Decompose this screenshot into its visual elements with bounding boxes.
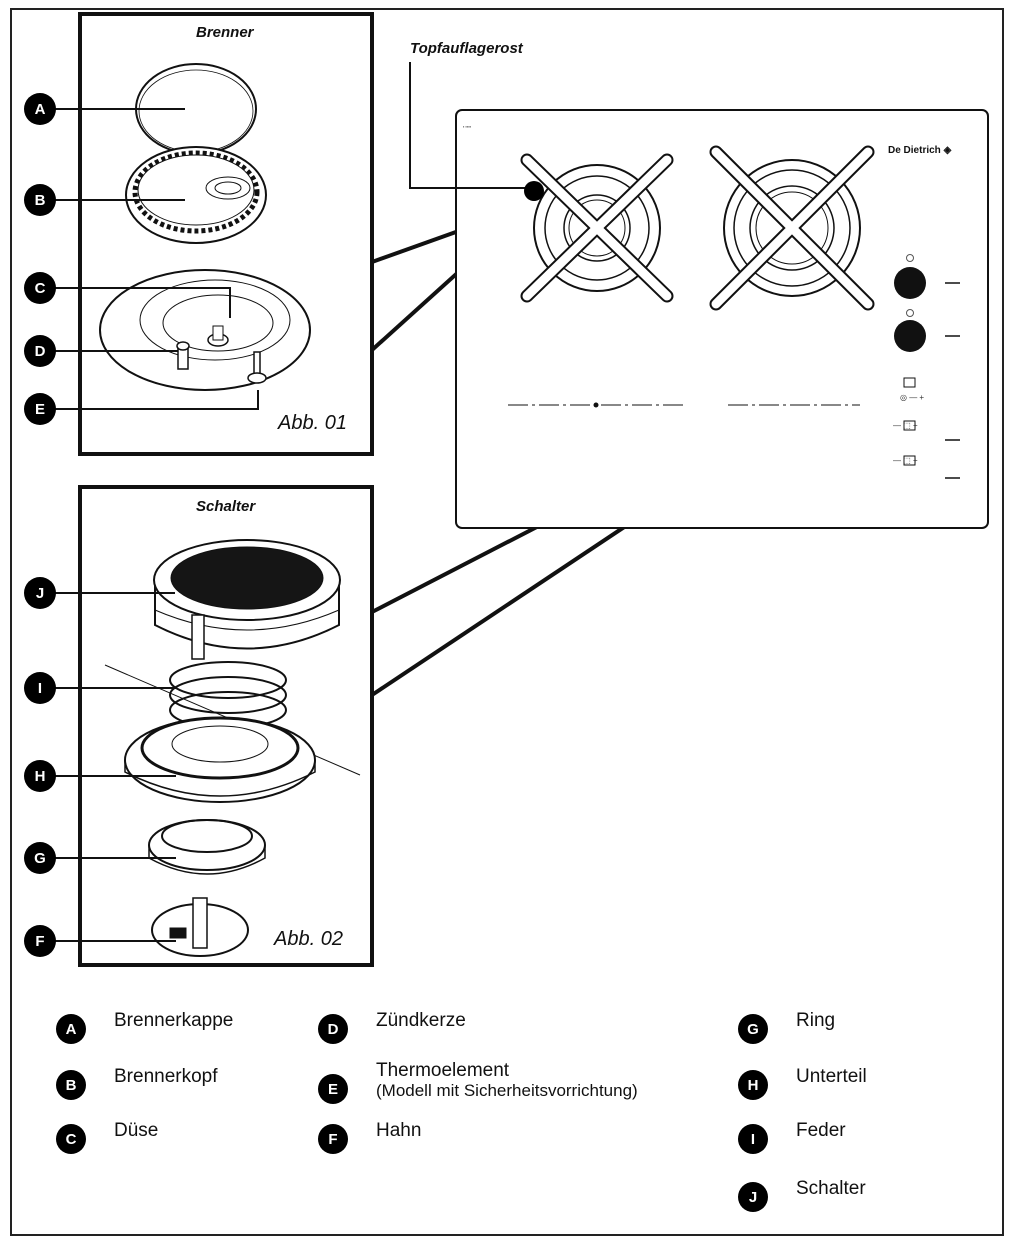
svg-text:D: D bbox=[35, 343, 46, 360]
marker-c: C bbox=[24, 272, 56, 304]
legend-label: Schalter bbox=[796, 1178, 866, 1199]
page-frame bbox=[10, 8, 1004, 1236]
brand-logo: De Dietrich ◈ bbox=[888, 145, 952, 156]
legend-item-g: G Ring bbox=[738, 1010, 835, 1044]
marker-i: I bbox=[24, 672, 56, 704]
legend-label: Feder bbox=[796, 1120, 846, 1141]
left-burner-grate bbox=[520, 153, 674, 303]
legend-label-main: Thermoelement bbox=[376, 1060, 510, 1081]
part-markers: A B C D E J I H G F bbox=[24, 93, 544, 957]
topfauflagerost-label: Topfauflagerost bbox=[410, 40, 523, 57]
svg-text:J: J bbox=[36, 585, 44, 602]
legend-badge: A bbox=[56, 1014, 86, 1044]
grate-marker-dot bbox=[524, 181, 544, 201]
schalter-title: Schalter bbox=[196, 498, 256, 515]
legend-item-h: H Unterteil bbox=[738, 1066, 867, 1100]
svg-text:— ⬚ +: — ⬚ + bbox=[893, 421, 918, 430]
svg-text:▪ ▪▪▪▪: ▪ ▪▪▪▪ bbox=[463, 124, 472, 129]
svg-text:A: A bbox=[35, 101, 46, 118]
legend-label: Hahn bbox=[376, 1120, 422, 1141]
marker-f: F bbox=[24, 925, 56, 957]
legend-item-d: D Zündkerze bbox=[318, 1010, 466, 1044]
legend-label: Unterteil bbox=[796, 1066, 867, 1087]
right-burner-grate bbox=[709, 145, 875, 311]
marker-e: E bbox=[24, 393, 56, 425]
leader-lines bbox=[40, 62, 535, 942]
legend-badge: B bbox=[56, 1070, 86, 1100]
legend-label: Düse bbox=[114, 1120, 159, 1141]
cooktop: ▪ ▪▪▪▪ bbox=[455, 109, 989, 529]
legend-badge: D bbox=[318, 1014, 348, 1044]
svg-text:C: C bbox=[35, 280, 46, 297]
brenner-title: Brenner bbox=[196, 24, 254, 41]
legend-item-e: E Thermoelement (Modell mit Sicherheitsv… bbox=[318, 1060, 638, 1104]
svg-text:I: I bbox=[38, 680, 42, 697]
legend-item-f: F Hahn bbox=[318, 1120, 421, 1154]
legend-item-j: J Schalter bbox=[738, 1178, 866, 1212]
legend-label: Brennerkappe bbox=[114, 1010, 234, 1031]
schalter-panel-border bbox=[78, 485, 374, 967]
burner-parts bbox=[99, 63, 311, 391]
legend-badge: F bbox=[318, 1124, 348, 1154]
svg-text:E: E bbox=[35, 401, 45, 418]
switch-parts bbox=[104, 539, 361, 957]
marker-b: B bbox=[24, 184, 56, 216]
marker-a: A bbox=[24, 93, 56, 125]
legend-badge: G bbox=[738, 1014, 768, 1044]
brenner-panel-border bbox=[78, 12, 374, 456]
svg-text:B: B bbox=[35, 192, 46, 209]
legend-item-i: I Feder bbox=[738, 1120, 846, 1154]
legend-badge: C bbox=[56, 1124, 86, 1154]
legend-label: Zündkerze bbox=[376, 1010, 466, 1031]
svg-text:— ⬚ +: — ⬚ + bbox=[893, 456, 918, 465]
legend-label: Thermoelement (Modell mit Sicherheitsvor… bbox=[376, 1060, 638, 1100]
fig-caption-abb02: Abb. 02 bbox=[274, 928, 343, 950]
legend-badge: E bbox=[318, 1074, 348, 1104]
svg-text:F: F bbox=[35, 933, 44, 950]
marker-g: G bbox=[24, 842, 56, 874]
legend-label-sub: (Modell mit Sicherheitsvorrichtung) bbox=[376, 1081, 638, 1100]
svg-text:◎ — +: ◎ — + bbox=[900, 393, 924, 402]
svg-text:H: H bbox=[35, 768, 46, 785]
svg-text:G: G bbox=[34, 850, 46, 867]
legend-badge: H bbox=[738, 1070, 768, 1100]
legend-item-c: C Düse bbox=[56, 1120, 158, 1154]
fig-caption-abb01: Abb. 01 bbox=[278, 412, 347, 434]
legend-item-a: A Brennerkappe bbox=[56, 1010, 233, 1044]
legend-badge: I bbox=[738, 1124, 768, 1154]
legend-item-b: B Brennerkopf bbox=[56, 1066, 218, 1100]
legend-label: Brennerkopf bbox=[114, 1066, 218, 1087]
marker-h: H bbox=[24, 760, 56, 792]
marker-j: J bbox=[24, 577, 56, 609]
legend-badge: J bbox=[738, 1182, 768, 1212]
legend-label: Ring bbox=[796, 1010, 836, 1031]
marker-d: D bbox=[24, 335, 56, 367]
cooktop-knobs: ◎ — + — ⬚ + — ⬚ + bbox=[893, 254, 960, 479]
